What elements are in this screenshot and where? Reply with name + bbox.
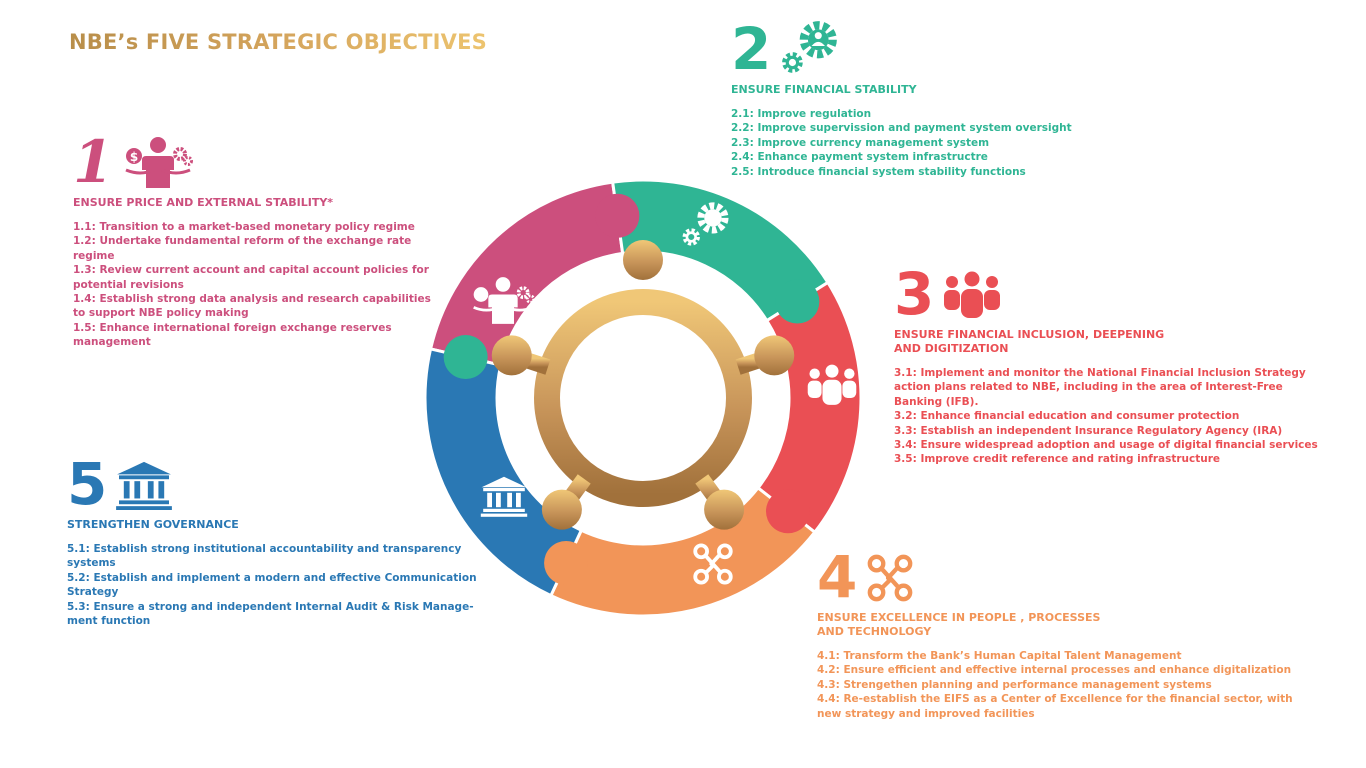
list-item: 5.1: Establish strong institutional acco… bbox=[67, 543, 462, 570]
list-item: 1.4: Establish strong data analysis and … bbox=[73, 293, 431, 320]
gold-center-ring bbox=[491, 240, 795, 530]
list-item: 1.3: Review current account and capital … bbox=[73, 264, 429, 291]
objective-2-title: ENSURE FINANCIAL STABILITY bbox=[731, 83, 917, 96]
gold-spoke-knob bbox=[754, 335, 795, 376]
person-balance-money-icon bbox=[121, 136, 195, 188]
list-item: 4.4: Re-establish the EIFS as a Center o… bbox=[817, 693, 1293, 720]
objective-2-list: 2.1: Improve regulation 2.2: Improve sup… bbox=[731, 107, 1081, 179]
bank-building-icon bbox=[115, 460, 173, 510]
list-item: 3.3: Establish an independent Insurance … bbox=[894, 424, 1283, 437]
objective-5-list: 5.1: Establish strong institutional acco… bbox=[67, 542, 477, 628]
list-item: 3.1: Implement and monitor the National … bbox=[894, 367, 1306, 408]
puzzle-knob-1 bbox=[443, 335, 488, 380]
objective-4-number: 4 bbox=[817, 543, 858, 611]
objective-5-number: 5 bbox=[67, 450, 108, 518]
process-nodes-icon bbox=[865, 553, 915, 603]
objective-2-number: 2 bbox=[731, 15, 772, 83]
list-item: 4.3: Strengethen planning and performanc… bbox=[817, 678, 1212, 691]
list-item: 2.1: Improve regulation bbox=[731, 108, 872, 120]
objective-3-title: ENSURE FINANCIAL INCLUSION, DEEPENING AN… bbox=[894, 328, 1165, 355]
list-item: 1.5: Enhance international foreign excha… bbox=[73, 321, 392, 349]
list-item: 4.1: Transform the Bank’s Human Capital … bbox=[817, 650, 1182, 662]
gold-spoke-knob bbox=[541, 489, 582, 530]
puzzle-knob-4 bbox=[765, 489, 810, 534]
objective-1-header: 1 bbox=[73, 128, 445, 196]
objective-1: 1 ENSURE PRICE AND EXTERNAL STABILITY* 1… bbox=[73, 128, 445, 350]
gold-spoke-knob bbox=[491, 335, 532, 376]
list-item: 5.2: Establish and implement a modern an… bbox=[67, 571, 477, 599]
gold-spoke-knob bbox=[704, 489, 745, 530]
objective-2-header: 2 bbox=[731, 15, 1081, 83]
center-hole bbox=[561, 316, 725, 480]
objective-1-title: ENSURE PRICE AND EXTERNAL STABILITY* bbox=[73, 196, 334, 209]
puzzle-knob-2 bbox=[595, 193, 640, 238]
gold-spoke-knob bbox=[623, 240, 663, 280]
objective-4-header: 4 bbox=[817, 543, 1317, 611]
puzzle-knob-3 bbox=[775, 279, 820, 324]
list-item: 3.4: Ensure widespread adoption and usag… bbox=[894, 439, 1318, 452]
objective-5-title: STRENGTHEN GOVERNANCE bbox=[67, 518, 239, 531]
gold-ring bbox=[534, 289, 752, 507]
objective-3-header: 3 bbox=[894, 260, 1324, 328]
list-item: 1.1: Transition to a market-based moneta… bbox=[73, 221, 415, 233]
page-title: NBE’s FIVE STRATEGIC OBJECTIVES bbox=[69, 30, 487, 54]
puzzle-knob-5 bbox=[544, 540, 589, 585]
objective-2: 2 ENSURE FINANCIAL STABILITY 2.1: Improv… bbox=[731, 15, 1081, 179]
gears-icon bbox=[779, 19, 841, 75]
list-item: 3.5: Improve credit reference and rating… bbox=[894, 453, 1221, 466]
objective-3: 3 ENSURE FINANCIAL INCLUSION, DEEPENING … bbox=[894, 260, 1324, 467]
people-group-icon bbox=[942, 270, 1002, 320]
objective-5-header: 5 bbox=[67, 450, 477, 518]
objective-1-list: 1.1: Transition to a market-based moneta… bbox=[73, 220, 445, 350]
list-item: 3.2: Enhance financial education and con… bbox=[894, 410, 1240, 423]
objective-1-number: 1 bbox=[73, 128, 114, 196]
list-item: 1.2: Undertake fundamental reform of the… bbox=[73, 235, 412, 262]
list-item: 2.2: Improve supervission and payment sy… bbox=[731, 122, 1072, 135]
segment-objective-5 bbox=[423, 347, 584, 598]
objective-4-title: ENSURE EXCELLENCE IN PEOPLE , PROCESSES … bbox=[817, 611, 1101, 638]
objective-4-list: 4.1: Transform the Bank’s Human Capital … bbox=[817, 649, 1317, 721]
list-item: 2.4: Enhance payment system infrastructr… bbox=[731, 151, 988, 164]
objective-3-list: 3.1: Implement and monitor the National … bbox=[894, 366, 1324, 467]
list-item: 2.3: Improve currency management system bbox=[731, 136, 990, 149]
objective-3-number: 3 bbox=[894, 260, 935, 328]
wheel-segments bbox=[423, 178, 863, 618]
objective-4: 4 ENSURE EXCELLENCE IN PEOPLE , PROCESSE… bbox=[817, 543, 1317, 721]
list-item: 5.3: Ensure a strong and independent Int… bbox=[67, 600, 474, 628]
list-item: 2.5: Introduce financial system stabilit… bbox=[731, 165, 1026, 178]
objective-5: 5 STRENGTHEN GOVERNANCE 5.1: Establish s… bbox=[67, 450, 477, 628]
list-item: 4.2: Ensure efficient and effective inte… bbox=[817, 664, 1292, 677]
